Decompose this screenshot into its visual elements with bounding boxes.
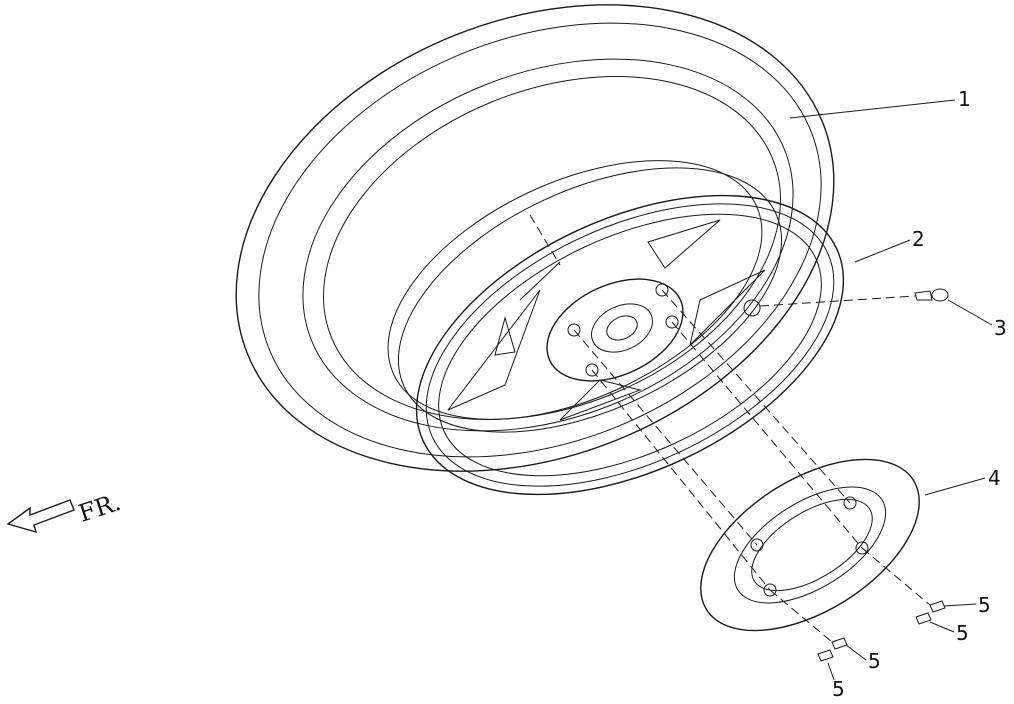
callout-label-bolt-c: 5 (868, 649, 881, 673)
valve (914, 288, 949, 302)
wheel-rim (387, 160, 845, 496)
callout-label-bolt-a: 5 (978, 593, 991, 617)
front-marker: FR. (75, 488, 124, 528)
front-arrow-icon (6, 499, 75, 534)
callout-label-brake-disc: 4 (988, 466, 1001, 490)
bolts (817, 600, 946, 662)
tire (235, 4, 835, 472)
leader-lines (789, 99, 993, 681)
brake-disc (700, 458, 920, 632)
callout-label-tire: 1 (958, 87, 971, 111)
callout-label-bolt-b: 5 (956, 621, 969, 645)
callout-label-wheel-rim: 2 (912, 227, 925, 251)
assembly-lines (529, 214, 931, 643)
callout-label-bolt-d: 5 (832, 677, 845, 701)
callout-label-valve: 3 (994, 316, 1007, 340)
